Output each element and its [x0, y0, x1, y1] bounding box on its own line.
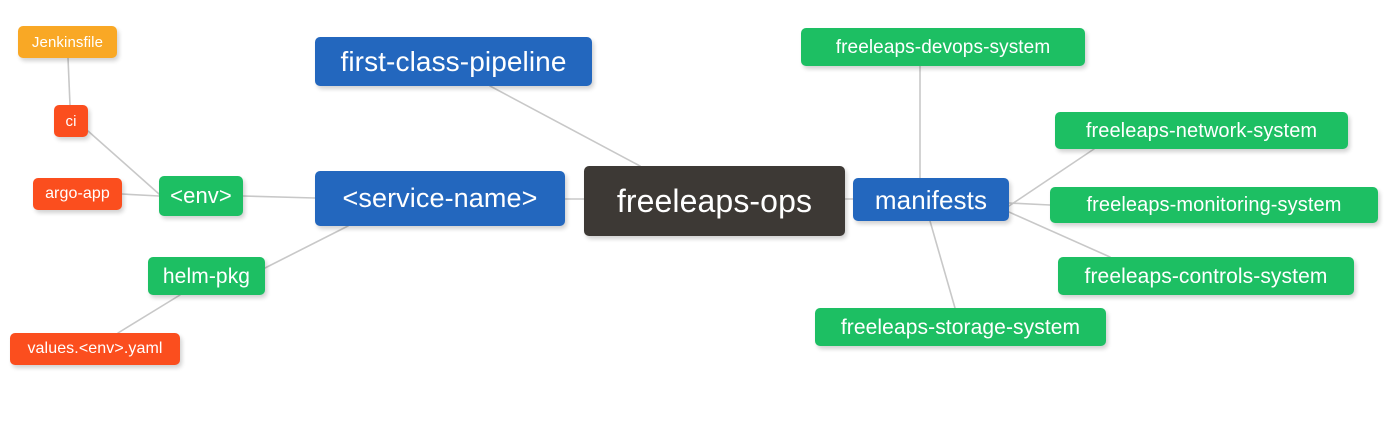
node-label-helm-pkg: helm-pkg — [162, 264, 251, 288]
node-freeleaps-controls-system[interactable]: freeleaps-controls-system — [1058, 257, 1354, 295]
node-freeleaps-ops[interactable]: freeleaps-ops — [584, 166, 845, 236]
node-argo-app[interactable]: argo-app — [33, 178, 122, 210]
edge-first-class-pipeline-to-freeleaps-ops — [489, 85, 641, 167]
edge-manifests-to-freeleaps-monitoring-system — [1008, 202, 1051, 206]
node-manifests[interactable]: manifests — [853, 178, 1009, 221]
edge-argo-app-to-env — [121, 193, 160, 197]
node-freeleaps-monitoring-system[interactable]: freeleaps-monitoring-system — [1050, 187, 1378, 223]
node-first-class-pipeline[interactable]: first-class-pipeline — [315, 37, 592, 86]
node-label-values-env-yaml: values.<env>.yaml — [27, 340, 163, 357]
node-freeleaps-storage-system[interactable]: freeleaps-storage-system — [815, 308, 1106, 346]
node-label-freeleaps-controls-system: freeleaps-controls-system — [1084, 264, 1328, 288]
node-label-freeleaps-monitoring-system: freeleaps-monitoring-system — [1086, 194, 1342, 216]
node-service-name[interactable]: <service-name> — [315, 171, 565, 226]
edge-env-to-service-name — [242, 195, 316, 199]
node-label-freeleaps-storage-system: freeleaps-storage-system — [840, 315, 1081, 339]
edge-manifests-to-freeleaps-storage-system — [929, 220, 956, 309]
node-label-env: <env> — [170, 183, 232, 208]
node-helm-pkg[interactable]: helm-pkg — [148, 257, 265, 295]
node-label-jenkinsfile: Jenkinsfile — [31, 33, 104, 51]
node-label-ci: ci — [65, 112, 77, 130]
node-ci[interactable]: ci — [54, 105, 88, 137]
node-label-manifests: manifests — [874, 184, 988, 215]
edge-jenkinsfile-to-ci — [67, 57, 71, 106]
edge-service-name-to-helm-pkg — [264, 225, 349, 269]
node-jenkinsfile[interactable]: Jenkinsfile — [18, 26, 117, 58]
node-values-env-yaml[interactable]: values.<env>.yaml — [10, 333, 180, 365]
node-freeleaps-devops-system[interactable]: freeleaps-devops-system — [801, 28, 1085, 66]
node-label-service-name: <service-name> — [342, 183, 538, 213]
node-label-first-class-pipeline: first-class-pipeline — [340, 45, 567, 77]
node-label-freeleaps-network-system: freeleaps-network-system — [1085, 119, 1318, 142]
node-freeleaps-network-system[interactable]: freeleaps-network-system — [1055, 112, 1348, 149]
edge-helm-pkg-to-values-env-yaml — [117, 294, 181, 334]
node-env[interactable]: <env> — [159, 176, 243, 216]
node-label-argo-app: argo-app — [45, 185, 110, 202]
node-label-freeleaps-ops: freeleaps-ops — [616, 183, 813, 219]
node-label-freeleaps-devops-system: freeleaps-devops-system — [835, 36, 1051, 58]
